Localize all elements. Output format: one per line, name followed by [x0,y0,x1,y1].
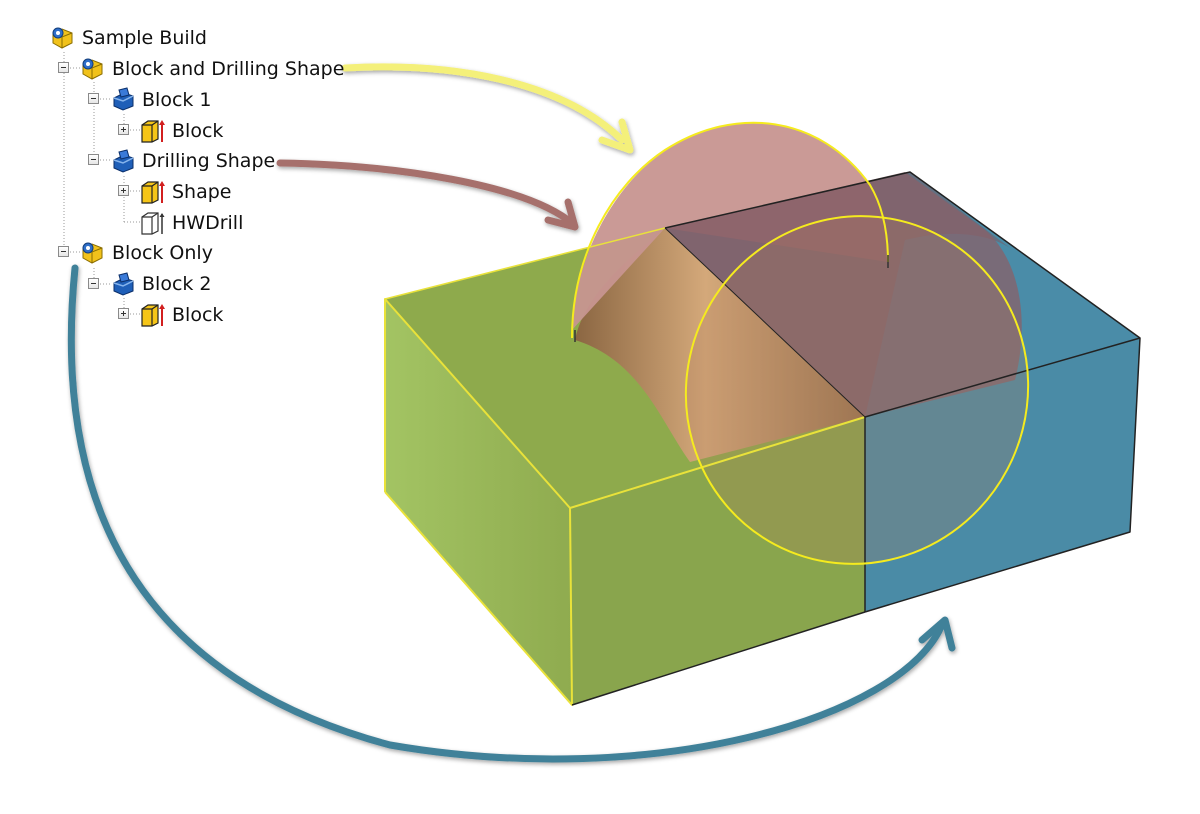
tree-label-hwdrill[interactable]: HWDrill [172,212,244,234]
expand-toggle[interactable] [118,185,129,196]
collapse-toggle[interactable] [58,62,69,73]
tree-label-block-and-drilling-shape[interactable]: Block and Drilling Shape [112,58,345,80]
feature-icon [113,87,134,111]
feature-icon [113,149,134,173]
block-edges [384,171,1141,706]
tree-label-drilling-shape[interactable]: Drilling Shape [142,150,276,172]
blue-arrow [67,264,946,763]
pink-arrow [276,159,572,224]
expand-toggle[interactable] [118,308,129,319]
block-extrude-icon [141,304,165,327]
expand-toggle[interactable] [118,124,129,135]
tree-label-block-only[interactable]: Block Only [112,242,213,264]
block-extrude-icon [141,181,165,204]
cylinder-front-ellipse-fill [685,216,1029,564]
build-group-icon [82,58,103,80]
tree-label-block-1[interactable]: Block 1 [142,89,212,111]
tree-label-shape[interactable]: Shape [172,181,232,203]
cylinder-edges [571,121,1030,565]
block-left-face [385,299,572,705]
collapse-toggle[interactable] [58,246,69,257]
tree-label-block[interactable]: Block [172,304,224,326]
build-group-icon [82,242,103,264]
block-extrude-icon [141,120,165,143]
tree-label-sample-build[interactable]: Sample Build [82,27,207,49]
block-front-face-green [570,417,865,705]
build-group-icon [52,27,73,49]
collapse-toggle[interactable] [88,278,99,289]
yellow-arrow [341,63,626,144]
callout-arrows [67,63,956,763]
hole-outline-icon [141,212,165,235]
yellow-arrowhead [598,118,634,154]
cylinder-axis-marks [574,255,889,342]
tree-label-block[interactable]: Block [172,120,224,142]
pink-arrowhead [544,198,579,231]
collapse-toggle[interactable] [88,154,99,165]
cylinder-inner-surface [575,228,865,462]
blue-arrowhead [918,616,956,652]
tree-label-block-2[interactable]: Block 2 [142,273,212,295]
feature-icon [113,272,134,296]
collapse-toggle[interactable] [88,93,99,104]
